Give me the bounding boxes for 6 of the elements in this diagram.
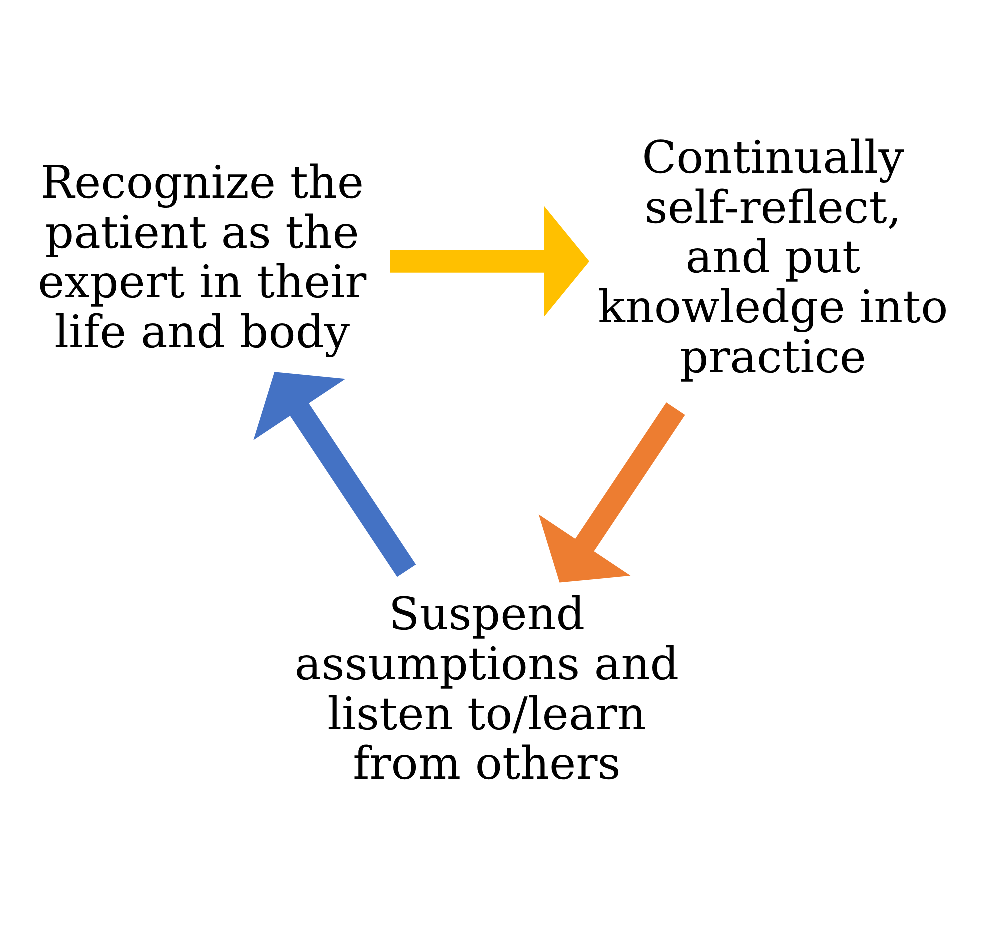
- node-text: Continually self-reflect, and put knowledge into practice: [598, 130, 948, 383]
- arrow: [254, 372, 416, 577]
- arrow: [538, 402, 686, 582]
- node-text: Recognize the patient as the expert in their life and body: [38, 155, 367, 358]
- arrow: [390, 206, 590, 316]
- node-text: Suspend assumptions and listen to/learn from others: [294, 587, 680, 790]
